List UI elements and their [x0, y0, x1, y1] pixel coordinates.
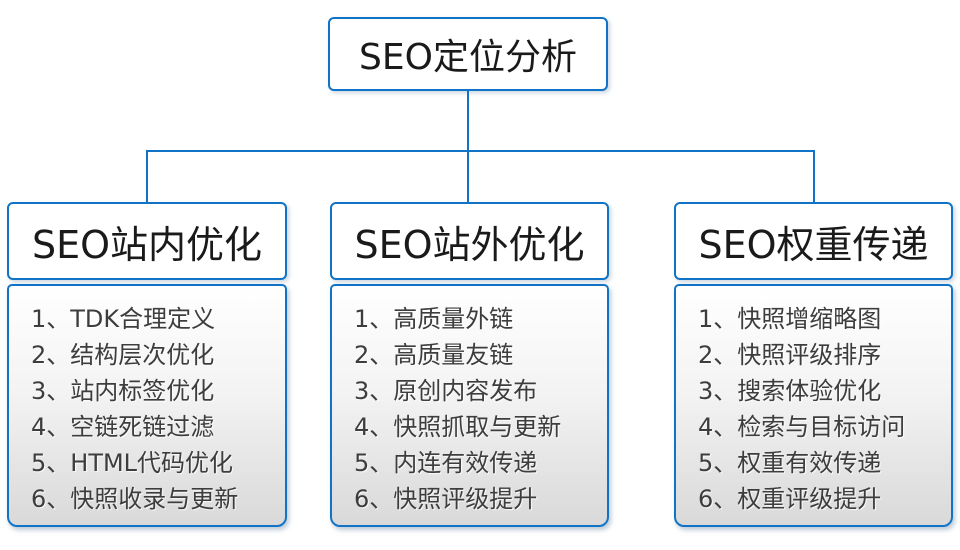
list-item: 6、权重评级提升 [698, 485, 882, 513]
list-item: 4、快照抓取与更新 [354, 413, 562, 441]
list-item: 2、高质量友链 [354, 341, 514, 369]
connector-drop-left [146, 150, 148, 202]
list-item: 1、TDK合理定义 [31, 305, 216, 333]
header-label: SEO站内优化 [31, 222, 263, 267]
header-label: SEO权重传递 [698, 222, 929, 267]
list-panel-offsite: 1、高质量外链 2、高质量友链 3、原创内容发布 4、快照抓取与更新 5、内连有… [330, 284, 609, 527]
list-item: 6、快照收录与更新 [31, 485, 239, 513]
header-node-onsite: SEO站内优化 [7, 202, 287, 280]
root-node-seo-positioning: SEO定位分析 [328, 17, 608, 91]
header-label: SEO站外优化 [354, 222, 585, 267]
list-item: 2、结构层次优化 [31, 341, 215, 369]
connector-root-drop [467, 91, 469, 151]
list-item: 3、站内标签优化 [31, 377, 215, 405]
root-node-label: SEO定位分析 [359, 37, 577, 78]
connector-drop-right [813, 150, 815, 202]
list-item: 3、原创内容发布 [354, 377, 538, 405]
list-item: 1、快照增缩略图 [698, 305, 882, 333]
connector-trunk [146, 150, 815, 152]
list-item: 3、搜索体验优化 [698, 377, 882, 405]
list-item: 4、检索与目标访问 [698, 413, 906, 441]
list-item: 1、高质量外链 [354, 305, 514, 333]
list-panel-weight-transfer: 1、快照增缩略图 2、快照评级排序 3、搜索体验优化 4、检索与目标访问 5、权… [674, 284, 953, 527]
list-panel-onsite: 1、TDK合理定义 2、结构层次优化 3、站内标签优化 4、空链死链过滤 5、H… [7, 284, 287, 527]
header-node-offsite: SEO站外优化 [330, 202, 609, 280]
connector-drop-middle [467, 150, 469, 202]
list-item: 2、快照评级排序 [698, 341, 882, 369]
list-item: 5、权重有效传递 [698, 449, 882, 477]
list-item: 5、HTML代码优化 [31, 449, 234, 477]
list-item: 6、快照评级提升 [354, 485, 538, 513]
header-node-weight-transfer: SEO权重传递 [674, 202, 953, 280]
list-item: 5、内连有效传递 [354, 449, 538, 477]
list-item: 4、空链死链过滤 [31, 413, 215, 441]
